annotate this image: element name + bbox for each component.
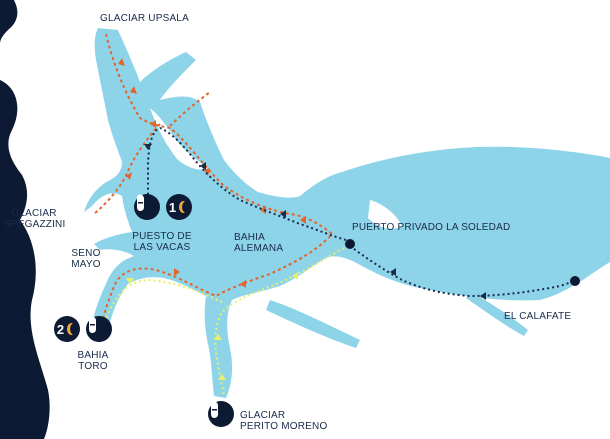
route-yellow-arrows [126,272,298,380]
label-bahia-alemana-line2: ALEMANA [234,243,284,254]
boot-icon [86,316,112,342]
label-puesto-de-las-vacas: PUESTO DE LAS VACAS [130,231,194,253]
label-puesto-line1: PUESTO DE [132,231,192,242]
label-seno-mayo: SENO MAYO [66,248,106,270]
label-glaciar-spegazzini: GLACIAR SPEGAZZINI [4,208,66,230]
route-orange-arrows [118,58,306,288]
dot-puerto-privado [345,239,355,249]
dark-land [0,0,50,439]
boot-icon-shape [137,194,144,211]
boot-icon [208,401,234,427]
boot-icon-shape [211,401,218,418]
label-bahia-alemana-line1: BAHIA [234,232,266,243]
label-perito-line2: PERITO MORENO [240,421,328,432]
route-yellow-branch [101,278,223,329]
label-bahia-toro-line1: BAHIA [77,350,109,361]
lake-water [84,28,610,398]
label-puerto-privado-la-soledad: PUERTO PRIVADO LA SOLEDAD [352,222,511,233]
label-glaciar-spegazzini-line2: SPEGAZZINI [4,219,66,230]
route-orange [101,33,334,325]
label-seno-mayo-line1: SENO [71,248,101,259]
label-perito-line1: GLACIAR [240,410,286,421]
label-bahia-toro-line2: TORO [78,361,108,372]
night-badge-2-number: 2 [56,321,65,337]
label-bahia-toro: BAHIA TORO [68,350,118,372]
route-orange-branch [169,91,211,127]
boot-icon [134,194,160,220]
land-island [368,200,402,229]
night-badge-2: 2 [54,316,80,342]
lake-inlet [266,300,360,348]
label-puesto-line2: LAS VACAS [133,242,191,253]
lake-inlet [466,292,528,336]
night-badge-1-number: 1 [168,199,177,215]
dot-el-calafate [570,276,580,286]
label-bahia-alemana: BAHIA ALEMANA [234,232,283,254]
night-badge-1: 1 [166,194,192,220]
label-seno-mayo-line2: MAYO [71,259,101,270]
land-island [150,108,208,170]
route-navy-branch [147,126,347,241]
route-navy-arrows [144,144,486,300]
boot-icon-shape [89,316,96,333]
moon-icon [182,201,191,213]
label-glaciar-perito-moreno: GLACIAR PERITO MORENO [240,410,327,432]
label-el-calafate: EL CALAFATE [504,311,572,322]
moon-icon [70,323,79,335]
label-glaciar-upsala: GLACIAR UPSALA [100,13,189,24]
label-glaciar-spegazzini-line1: GLACIAR [11,208,57,219]
